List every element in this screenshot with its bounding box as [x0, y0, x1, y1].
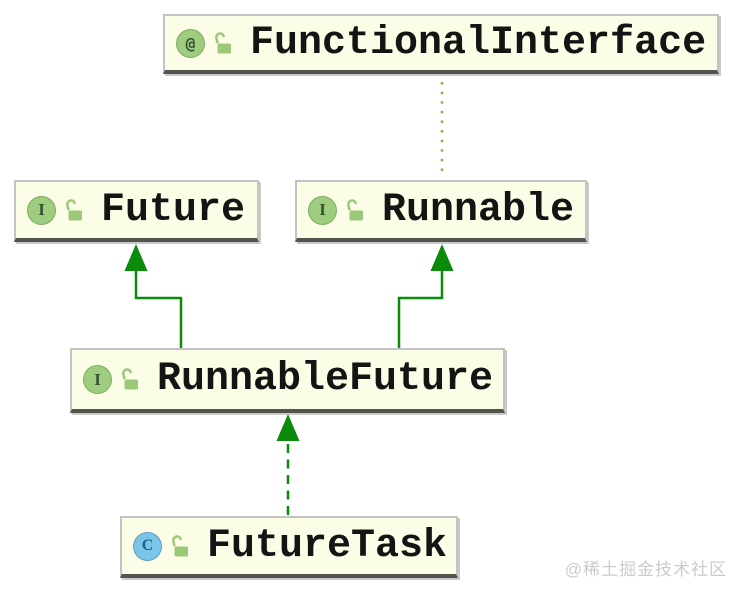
unlock-icon [172, 534, 188, 556]
interface-icon: I [83, 365, 112, 394]
unlock-icon [122, 368, 138, 390]
arrowhead-to-future [124, 244, 148, 271]
arrowhead-to-runnablefuture [276, 414, 300, 441]
unlock-icon [66, 198, 82, 220]
node-label: FunctionalInterface [250, 20, 707, 66]
watermark: @稀土掘金技术社区 [564, 560, 727, 579]
node-future[interactable]: I Future [14, 180, 259, 242]
node-label: FutureTask [207, 523, 448, 569]
annotation-icon: @ [176, 28, 205, 58]
node-runnablefuture[interactable]: I RunnableFuture [70, 348, 505, 413]
class-icon: C [133, 531, 162, 561]
node-label: Future [101, 187, 246, 233]
node-functionalinterface[interactable]: @ FunctionalInterface [163, 14, 719, 74]
node-label: RunnableFuture [157, 357, 494, 402]
interface-icon: I [27, 195, 56, 225]
edge-runnablefuture-to-future [134, 270, 183, 348]
arrowhead-to-runnable [430, 244, 454, 271]
edge-runnablefuture-to-runnable [397, 270, 444, 348]
node-futuretask[interactable]: C FutureTask [120, 516, 458, 578]
node-label: Runnable [382, 187, 575, 233]
unlock-icon [347, 198, 363, 220]
interface-icon: I [308, 195, 337, 225]
unlock-icon [215, 31, 231, 53]
node-runnable[interactable]: I Runnable [295, 180, 587, 242]
